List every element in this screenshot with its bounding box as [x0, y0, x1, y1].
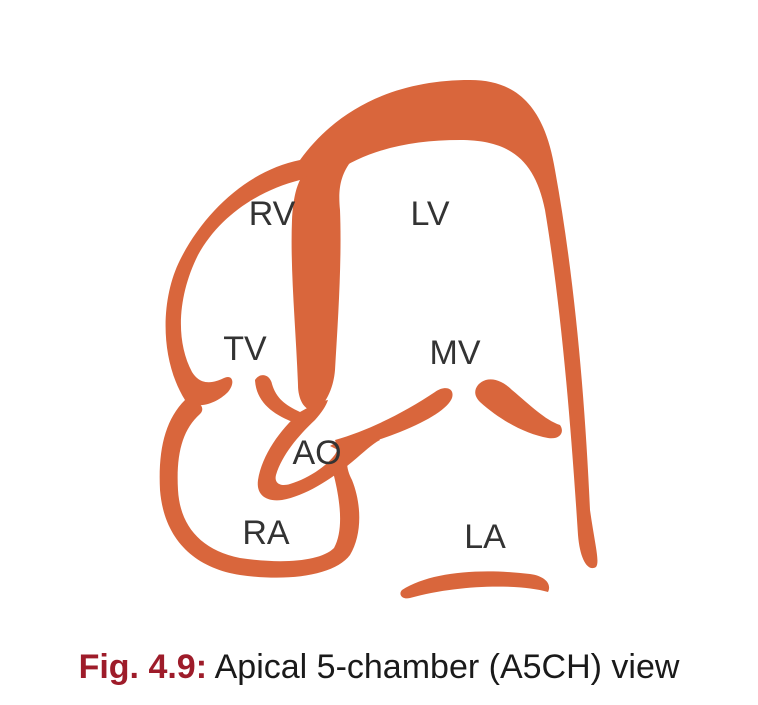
label-ao: AO [292, 434, 341, 472]
figure-number: Fig. 4.9: [78, 648, 208, 686]
outer-myocardial-wall [300, 80, 598, 569]
interventricular-septum [291, 140, 360, 411]
mitral-anterior-leaflet [335, 388, 453, 450]
label-la: LA [464, 518, 506, 556]
mitral-posterior-leaflet [475, 379, 562, 439]
aortic-root-wall [257, 400, 380, 501]
label-rv: RV [249, 195, 296, 233]
figure-caption-text: Apical 5-chamber (A5CH) view [214, 648, 680, 686]
label-lv: LV [410, 195, 449, 233]
label-mv: MV [430, 334, 481, 372]
right-atrial-wall [159, 400, 360, 578]
figure-caption: Fig. 4.9: Apical 5-chamber (A5CH) view [0, 648, 758, 687]
rv-free-wall [165, 160, 300, 406]
label-tv: TV [223, 330, 267, 368]
label-ra: RA [242, 514, 290, 552]
left-atrial-wall [400, 571, 550, 599]
a5ch-heart-diagram: RV LV TV MV AO RA LA [159, 80, 598, 599]
tricuspid-septal-leaflet [255, 375, 301, 422]
